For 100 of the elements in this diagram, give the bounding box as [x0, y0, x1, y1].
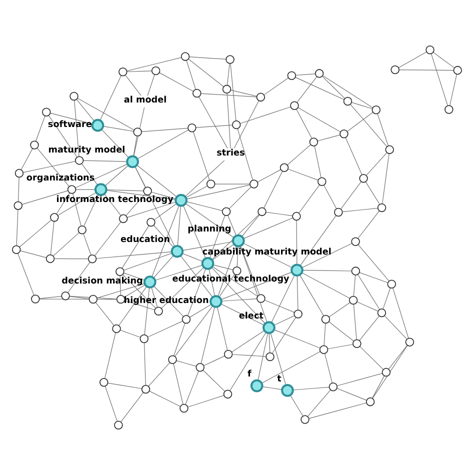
node-circle [30, 140, 39, 149]
node-label: maturity model [48, 145, 126, 156]
node-circle [12, 244, 21, 254]
connector [186, 200, 223, 210]
connector [180, 255, 213, 297]
connector [300, 214, 336, 266]
connector [133, 106, 145, 156]
node-label: organizations [26, 172, 95, 183]
connector [353, 274, 356, 296]
connector [328, 302, 350, 317]
node-circle [256, 92, 266, 102]
node-circle [343, 96, 352, 106]
connector [217, 306, 228, 350]
node-circle [226, 54, 234, 64]
connector [48, 114, 78, 157]
connector [126, 194, 145, 216]
node-circle [74, 156, 84, 164]
connector [240, 245, 260, 294]
node-circle [256, 294, 266, 302]
node-circle [88, 294, 98, 304]
connector [372, 344, 408, 398]
node-circle [88, 254, 97, 263]
connector [104, 386, 118, 421]
connector [358, 274, 380, 310]
connector [126, 56, 182, 71]
connector [104, 193, 122, 216]
connector [218, 245, 237, 296]
connector [211, 266, 266, 324]
node-circle [201, 256, 214, 270]
connector [188, 58, 224, 86]
node-circle [377, 202, 386, 212]
connector [186, 185, 208, 198]
node-circle [359, 174, 368, 182]
connector [83, 160, 128, 162]
node-circle [351, 236, 360, 246]
node-circle [280, 162, 289, 172]
connector [104, 164, 129, 186]
node-circle [340, 129, 348, 138]
connector [264, 77, 289, 94]
connector [18, 176, 20, 202]
connector [185, 370, 199, 404]
connector [68, 261, 90, 292]
connector [345, 136, 362, 174]
connector [240, 106, 291, 124]
connector [200, 92, 257, 97]
connector [220, 303, 264, 325]
node-circle [151, 66, 160, 75]
node-circle [290, 100, 299, 110]
connector [340, 181, 362, 208]
connector [398, 69, 454, 70]
node-circle [116, 294, 126, 304]
connector [336, 372, 383, 386]
connector [126, 70, 152, 72]
connector [184, 160, 225, 196]
node-circle [141, 384, 150, 394]
connector [54, 258, 88, 259]
connector [296, 275, 298, 310]
connector [274, 315, 294, 326]
node-circle [100, 378, 108, 386]
node-circle [348, 295, 358, 304]
connector [214, 183, 250, 184]
connector [50, 220, 54, 254]
connector [298, 106, 341, 132]
node-circle [126, 154, 139, 168]
node-circle [387, 279, 396, 288]
node-circle [192, 88, 202, 98]
node-circle [250, 378, 264, 392]
connector [271, 274, 295, 322]
connector [243, 217, 293, 238]
node-label: t [277, 374, 282, 384]
connector [317, 134, 340, 141]
connector [20, 250, 47, 258]
connector [154, 202, 177, 220]
connector [154, 285, 184, 316]
connector [359, 272, 388, 283]
connector [76, 188, 96, 190]
connector [200, 306, 215, 364]
node-circle [70, 91, 78, 100]
connector [102, 125, 134, 132]
node-circle [174, 193, 188, 206]
connector [70, 296, 90, 299]
node-circle [390, 64, 400, 74]
connector [226, 92, 231, 148]
connector [324, 322, 326, 346]
node-circle [91, 118, 104, 132]
connector [226, 62, 230, 85]
node-circle [206, 179, 216, 188]
connector [230, 332, 266, 391]
connector [177, 204, 181, 246]
connector [148, 320, 183, 337]
connector [232, 330, 265, 352]
connector [296, 76, 318, 102]
node-circle [366, 396, 375, 406]
connector [430, 53, 448, 106]
connector [290, 394, 304, 416]
node-circle [146, 217, 156, 226]
connector [228, 214, 237, 236]
connector [193, 131, 210, 180]
node-circle [444, 104, 454, 114]
node-circle [112, 324, 121, 333]
